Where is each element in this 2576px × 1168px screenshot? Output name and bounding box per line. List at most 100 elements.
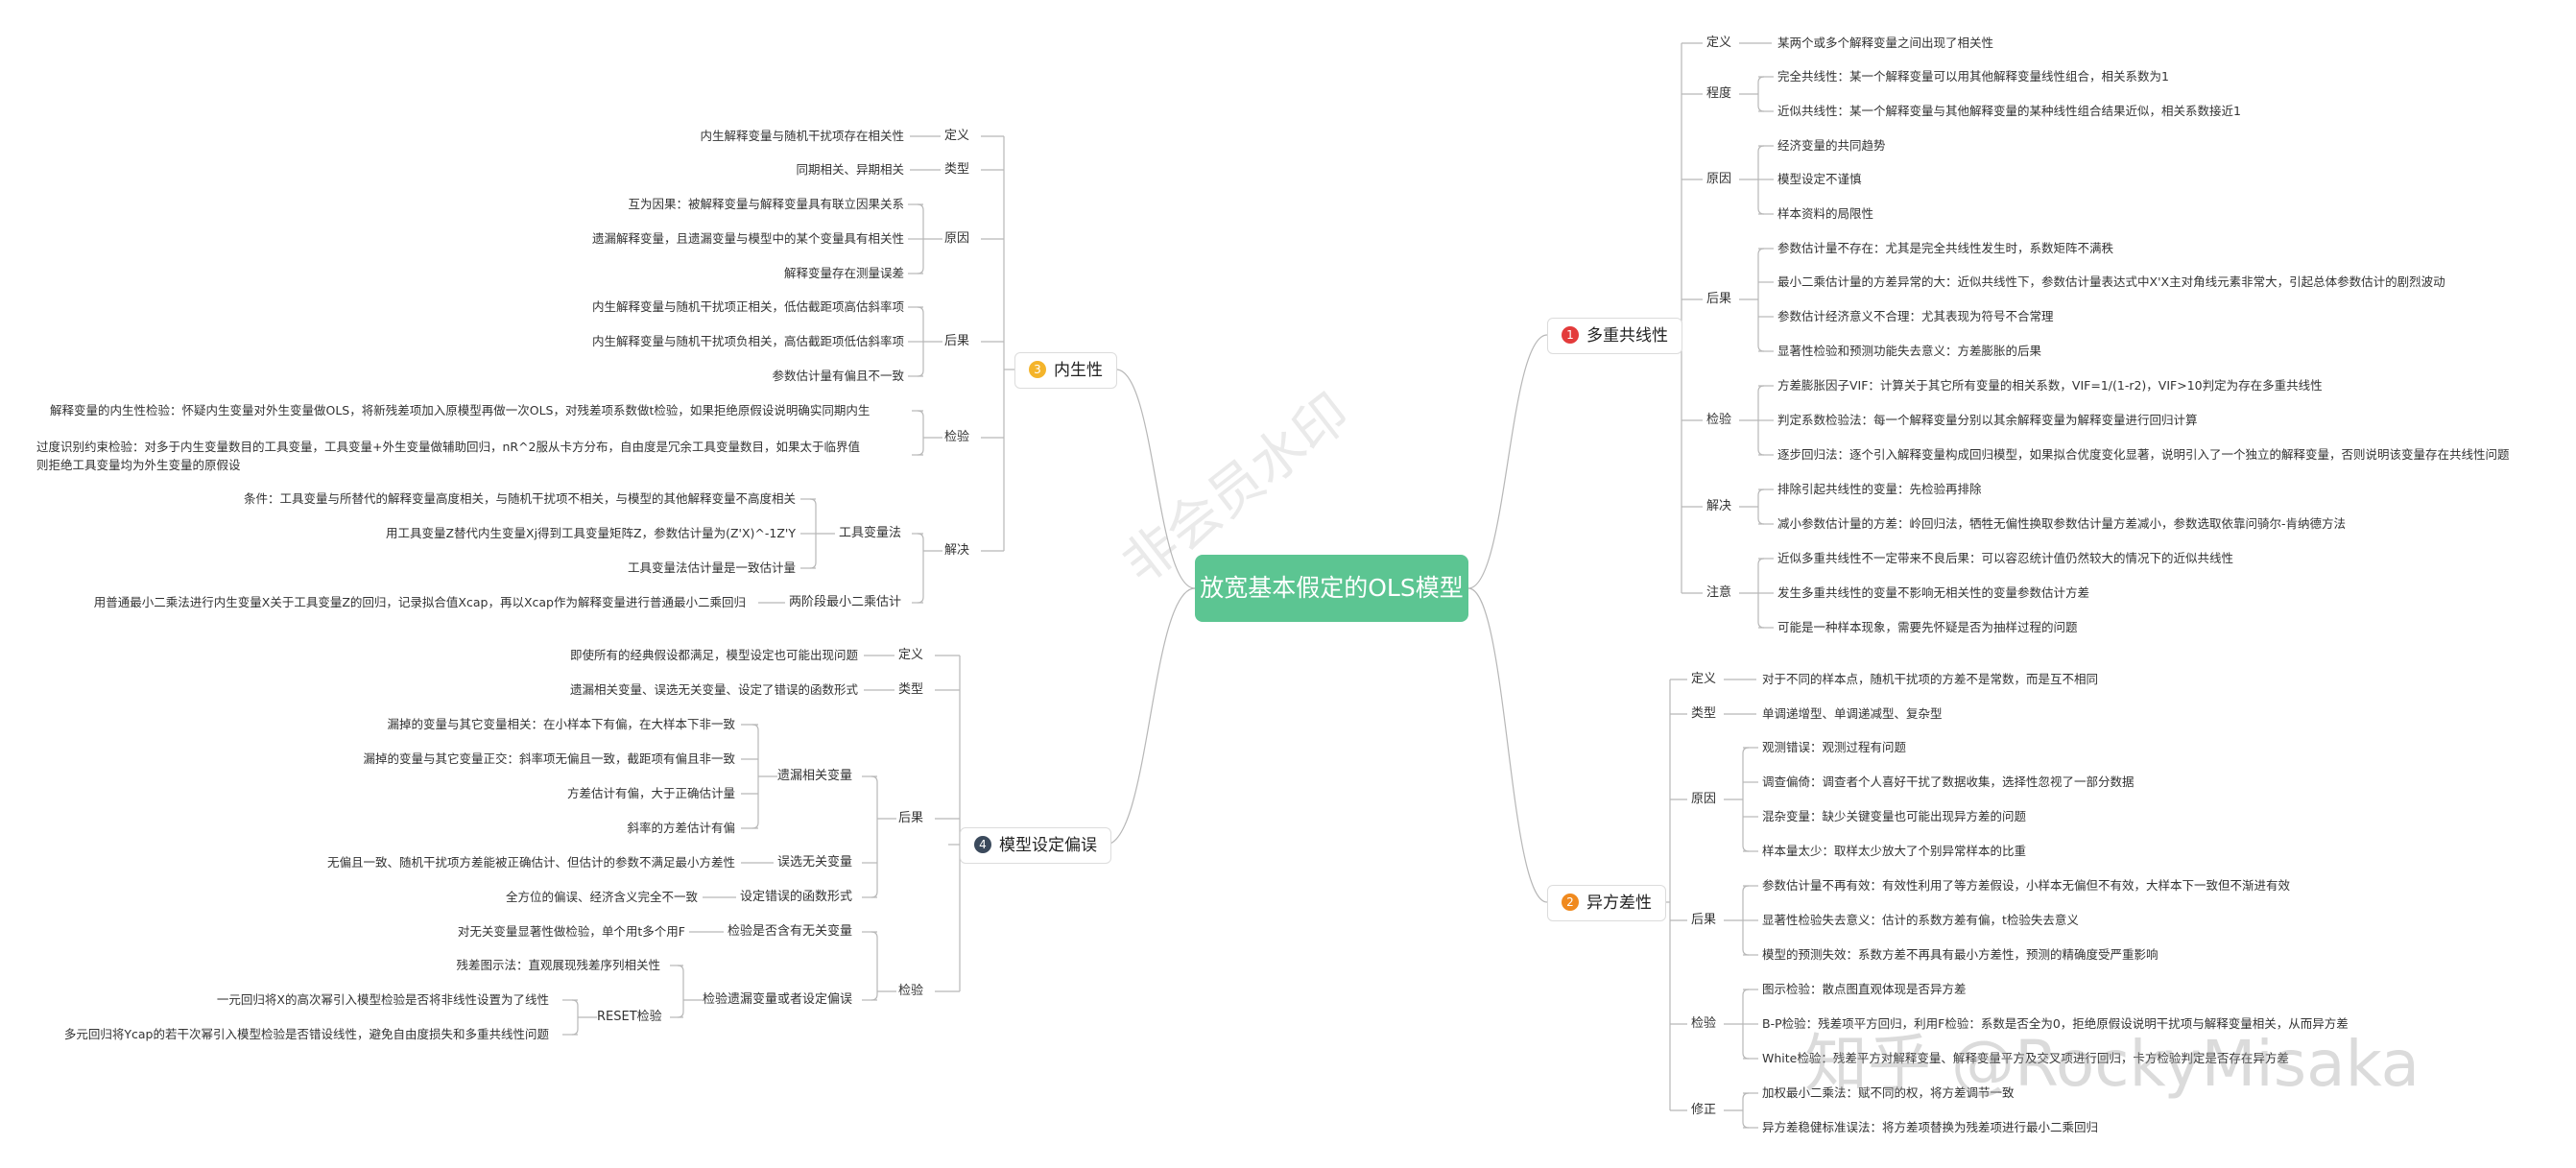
connector [1757,489,1765,525]
branch-model-misspecification[interactable]: 4 模型设定偏误 [960,827,1111,864]
leaf-b1-solution-1: 排除引起共线性的变量：先检验再排除 [1777,482,1982,496]
topic-b3-test[interactable]: 检验 [944,430,970,444]
number-badge-2: 2 [1562,894,1579,911]
leaf-b3-definition: 内生解释变量与随机干扰项存在相关性 [700,129,904,143]
leaf-b1-cause-1: 经济变量的共同趋势 [1777,138,1886,153]
connector [871,931,878,1001]
leaf-b3-2sls-1: 用普通最小二乘法进行内生变量X关于工具变量Z的回归，记录拟合值Xcap，再以Xc… [93,595,746,609]
topic-b3-consequence[interactable]: 后果 [944,334,970,348]
root-topic[interactable]: 放宽基本假定的OLS模型 [1195,555,1468,622]
number-badge-1: 1 [1562,326,1579,344]
leaf-b2-type: 单调递增型、单调递减型、复杂型 [1762,706,1943,721]
leaf-b1-cause-2: 模型设定不谨慎 [1777,172,1862,186]
leaf-b4-irrelevant-1: 无偏且一致、随机干扰项方差能被正确估计、但估计的参数不满足最小方差性 [326,855,735,870]
topic-b2-type[interactable]: 类型 [1691,706,1717,721]
topic-b4-irrelevant[interactable]: 误选无关变量 [777,855,853,870]
topic-b1-solution[interactable]: 解决 [1706,499,1732,513]
topic-b4-reset[interactable]: RESET检验 [597,1010,662,1024]
topic-b3-solution[interactable]: 解决 [944,543,970,558]
root-connector [1105,587,1196,846]
leaf-b3-type: 同期相关、异期相关 [796,162,904,177]
leaf-b1-consequence-2: 最小二乘估计量的方差异常的大：近似共线性下，参数估计量表达式中X'X主对角线元素… [1777,274,2445,289]
connector [1742,747,1750,852]
leaf-b2-definition: 对于不同的样本点，随机干扰项的方差不是常数，而是互不相同 [1762,672,2099,686]
topic-b4-consequence[interactable]: 后果 [898,811,924,825]
topic-b4-omitted[interactable]: 遗漏相关变量 [777,769,853,783]
root-connector [1115,369,1196,589]
topic-b1-cause[interactable]: 原因 [1706,172,1732,186]
leaf-b1-consequence-4: 显著性检验和预测功能失去意义：方差膨胀的后果 [1777,344,2042,358]
topic-b3-type[interactable]: 类型 [944,162,970,177]
topic-b2-cause[interactable]: 原因 [1691,792,1717,806]
leaf-b2-test-3: White检验：残差平方对解释变量、解释变量平方及交叉项进行回归，卡方检验判定是… [1762,1051,2289,1065]
topic-b4-definition[interactable]: 定义 [898,648,924,662]
leaf-b3-iv-3: 工具变量法估计量是一致估计量 [627,560,796,575]
branch-label: 模型设定偏误 [999,836,1097,855]
topic-b3-cause[interactable]: 原因 [944,231,970,246]
leaf-b3-test-2b: 则拒绝工具变量均为外生变量的原假设 [36,458,241,472]
leaf-b3-iv-1: 条件：工具变量与所替代的解释变量高度相关，与随机干扰项不相关，与模型的其他解释变… [243,491,796,506]
topic-b4-test[interactable]: 检验 [898,984,924,998]
leaf-b4-test-irrelevant-1: 对无关变量显著性做检验，单个用t多个用F [457,924,685,939]
topic-b1-test[interactable]: 检验 [1706,413,1732,427]
leaf-b2-cause-3: 混杂变量：缺少关键变量也可能出现异方差的问题 [1762,809,2027,823]
topic-b2-consequence[interactable]: 后果 [1691,913,1717,927]
leaf-b1-definition: 某两个或多个解释变量之间出现了相关性 [1777,36,1994,50]
connector [917,410,924,456]
leaf-b3-consequence-3: 参数估计量有偏且不一致 [772,369,904,383]
topic-b4-test-omitted[interactable]: 检验遗漏变量或者设定偏误 [703,992,853,1007]
topic-b2-test[interactable]: 检验 [1691,1016,1717,1031]
topic-b1-consequence[interactable]: 后果 [1706,292,1732,306]
leaf-b1-cause-3: 样本资料的局限性 [1777,206,1874,221]
leaf-b1-test-1: 方差膨胀因子VIF：计算关于其它所有变量的相关系数，VIF=1/(1-r2)，V… [1777,378,2323,393]
number-badge-4: 4 [974,836,991,853]
leaf-b4-omitted-2: 漏掉的变量与其它变量正交：斜率项无偏且一致，截距项有偏且非一致 [363,751,735,766]
topic-b1-note[interactable]: 注意 [1706,585,1732,600]
leaf-b2-consequence-2: 显著性检验失去意义：估计的系数方差有偏，t检验失去意义 [1762,913,2079,927]
leaf-b4-type: 遗漏相关变量、误选无关变量、设定了错误的函数形式 [569,682,858,697]
leaf-b1-test-2: 判定系数检验法：每一个解释变量分别以其余解释变量为解释变量进行回归计算 [1777,413,2198,427]
leaf-b1-note-2: 发生多重共线性的变量不影响无相关性的变量参数估计方差 [1777,585,2090,600]
topic-b3-2sls[interactable]: 两阶段最小二乘估计 [789,595,902,609]
number-badge-3: 3 [1029,361,1046,378]
topic-b4-test-irrelevant[interactable]: 检验是否含有无关变量 [727,924,853,939]
leaf-b2-cause-1: 观测错误：观测过程有问题 [1762,740,1907,754]
branch-endogeneity[interactable]: 3 内生性 [1014,352,1117,389]
root-connector [1467,334,1548,589]
leaf-b4-definition: 即使所有的经典假设都满足，模型设定也可能出现问题 [569,648,858,662]
topic-b3-iv[interactable]: 工具变量法 [839,526,902,540]
leaf-b1-test-3: 逐步回归法：逐个引入解释变量构成回归模型，如果拟合优度变化显著，说明引入了一个独… [1777,447,2510,462]
leaf-b2-cause-4: 样本量太少：取样太少放大了个别异常样本的比重 [1762,844,2027,858]
leaf-b1-degree-2: 近似共线性：某一个解释变量与其他解释变量的某种线性组合结果近似，相关系数接近1 [1777,104,2241,118]
topic-b3-definition[interactable]: 定义 [944,129,970,143]
leaf-b4-reset-1: 一元回归将X的高次幂引入模型检验是否将非线性设置为了线性 [216,992,549,1007]
topic-b1-degree[interactable]: 程度 [1706,86,1732,101]
topic-b1-definition[interactable]: 定义 [1706,36,1732,50]
leaf-b2-cause-2: 调查偏倚：调查者个人喜好干扰了数据收集，选择性忽视了一部分数据 [1762,775,2135,789]
connector [917,533,924,604]
leaf-b3-cause-2: 遗漏解释变量，且遗漏变量与模型中的某个变量具有相关性 [591,231,904,246]
leaf-b3-test-2a: 过度识别约束检验：对多于内生变量数目的工具变量，工具变量+外生变量做辅助回归，n… [36,440,861,454]
leaf-b3-consequence-2: 内生解释变量与随机干扰项负相关，高估截距项低估斜率项 [591,334,904,348]
connector [1757,248,1765,352]
connector [1757,76,1765,112]
topic-b4-type[interactable]: 类型 [898,682,924,697]
leaf-b1-consequence-1: 参数估计量不存在：尤其是完全共线性发生时，系数矩阵不满秩 [1777,241,2114,255]
connector [871,775,878,898]
topic-b4-wrong-form[interactable]: 设定错误的函数形式 [740,890,853,904]
leaf-b4-omitted-1: 漏掉的变量与其它变量相关：在小样本下有偏，在大样本下非一致 [387,717,735,731]
leaf-b1-note-1: 近似多重共线性不一定带来不良后果：可以容忍统计值仍然较大的情况下的近似共线性 [1777,551,2234,565]
leaf-b4-wrong-form-1: 全方位的偏误、经济含义完全不一致 [505,890,698,904]
leaf-b2-fix-1: 加权最小二乘法：赋不同的权，将方差调节一致 [1762,1085,2015,1100]
leaf-b2-test-2: B-P检验：残差项平方回归，利用F检验：系数是否全为0，拒绝原假设说明干扰项与解… [1762,1016,2349,1031]
leaf-b1-degree-1: 完全共线性：某一个解释变量可以用其他解释变量线性组合，相关系数为1 [1777,69,2169,83]
leaf-b1-consequence-3: 参数估计经济意义不合理：尤其表现为符号不合常理 [1777,309,2054,323]
branch-label: 内生性 [1054,361,1103,380]
topic-b2-definition[interactable]: 定义 [1691,672,1717,686]
leaf-b4-omitted-4: 斜率的方差估计有偏 [627,821,735,835]
topic-b2-fix[interactable]: 修正 [1691,1103,1717,1117]
